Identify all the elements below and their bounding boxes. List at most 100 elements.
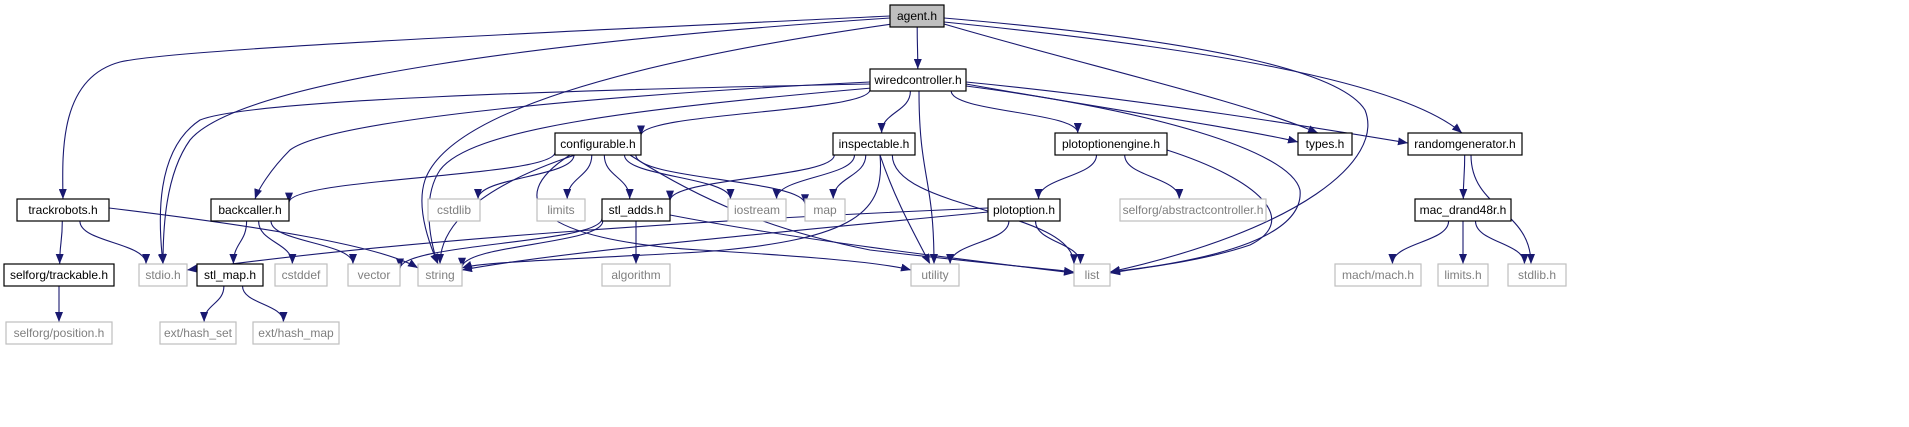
node-label: utility [921,268,948,282]
node-label: agent.h [897,9,937,23]
node-limits-h: limits.h [1437,263,1489,287]
edge-inspectable-to-iostream [772,154,856,200]
node-label: ext/hash_map [258,326,334,340]
node-box [210,198,290,222]
edge-wiredcontroller-to-configurable [637,89,871,136]
node-trackrobots[interactable]: trackrobots.h [16,198,110,222]
node-box [804,198,846,222]
node-label: stl_adds.h [609,203,664,217]
node-inspectable[interactable]: inspectable.h [832,132,916,156]
node-box [1414,198,1512,222]
node-label: plotoption.h [993,203,1055,217]
node-utility: utility [910,263,960,287]
node-selforg-position: selforg/position.h [5,321,113,345]
node-label: list [1085,268,1100,282]
node-label: ext/hash_set [164,326,233,340]
edge-inspectable-to-string [461,154,882,269]
node-box [196,263,264,287]
edge-trackrobots-to-string [108,207,419,269]
node-label: mach/mach.h [1342,268,1414,282]
edge-plotoption-to-utility [946,220,1010,265]
node-box [5,321,113,345]
node-label: limits.h [1444,268,1481,282]
edge-inspectable-to-list [891,154,1078,265]
edge-wiredcontroller-to-list [965,85,1301,275]
node-list: list [1073,263,1111,287]
node-cstddef: cstddef [274,263,328,287]
node-vector: vector [347,263,401,287]
node-randomgenerator[interactable]: randomgenerator.h [1407,132,1523,156]
node-backcaller[interactable]: backcaller.h [210,198,290,222]
node-label: mac_drand48r.h [1420,203,1507,217]
node-box [1437,263,1489,287]
node-label: configurable.h [560,137,635,151]
edge-configurable-to-map [635,154,809,205]
edge-stl_map-to-ext_hash_set [200,285,225,323]
node-label: trackrobots.h [28,203,97,217]
edge-inspectable-to-utility [879,154,931,265]
node-string: string [417,263,463,287]
node-label: selforg/abstractcontroller.h [1123,203,1264,217]
edge-agent-to-trackrobots [58,15,891,200]
edge-plotoptionengine-to-plotoption [1034,154,1098,200]
edge-wiredcontroller-to-string [428,87,873,265]
node-stl-map[interactable]: stl_map.h [196,263,264,287]
node-plotoption[interactable]: plotoption.h [987,198,1061,222]
node-box [601,198,671,222]
edge-wiredcontroller-to-backcaller [254,81,871,200]
node-agent[interactable]: agent.h [889,4,945,28]
node-box [889,4,945,28]
node-plotoptionengine[interactable]: plotoptionengine.h [1054,132,1168,156]
node-box [16,198,110,222]
node-box [869,68,967,92]
edge-agent-to-types [943,23,1319,134]
node-label: inspectable.h [839,137,910,151]
node-box [987,198,1061,222]
nodes-layer: agent.h wiredcontroller.h trackrobots.h ran… [3,4,1567,345]
node-stdlib: stdlib.h [1507,263,1567,287]
node-box [554,132,642,156]
edge-inspectable-to-stl_adds [666,154,835,201]
node-ext-hash-map: ext/hash_map [252,321,340,345]
node-label: algorithm [611,268,660,282]
node-box [1119,198,1267,222]
edge-mac_drand48r-to-stdlib [1474,220,1529,265]
node-mac-drand48r[interactable]: mac_drand48r.h [1414,198,1512,222]
node-cstdlib: cstdlib [427,198,481,222]
edge-backcaller-to-cstddef [258,220,297,265]
edge-stl_adds-to-string [458,220,604,268]
node-box [832,132,916,156]
node-label: stdlib.h [1518,268,1556,282]
node-box [910,263,960,287]
node-algorithm: algorithm [601,263,671,287]
node-label: randomgenerator.h [1414,137,1515,151]
edge-configurable-to-backcaller [285,151,556,203]
node-label: iostream [734,203,780,217]
node-stl-adds[interactable]: stl_adds.h [601,198,671,222]
edge-agent-to-wiredcontroller [913,26,922,70]
node-label: backcaller.h [218,203,281,217]
node-label: vector [358,268,391,282]
node-types[interactable]: types.h [1297,132,1353,156]
edge-wiredcontroller-to-plotoptionengine [950,90,1082,134]
node-label: stl_map.h [204,268,256,282]
node-box [727,198,787,222]
node-selforg-abstractcontroller: selforg/abstractcontroller.h [1119,198,1267,222]
node-box [601,263,671,287]
edge-randomgenerator-to-mac_drand48r [1459,154,1468,200]
edge-mac_drand48r-to-mach_mach [1388,220,1450,265]
edge-configurable-to-stl_adds [603,154,634,200]
node-label: map [813,203,837,217]
edge-configurable-to-utility [536,154,912,272]
edge-agent-to-randomgenerator [943,21,1463,134]
node-label: cstddef [282,268,321,282]
edge-agent-to-list [943,17,1369,274]
node-label: limits [547,203,574,217]
node-selforg-trackable[interactable]: selforg/trackable.h [3,263,115,287]
node-stdio: stdio.h [138,263,188,287]
node-box [1507,263,1567,287]
node-wiredcontroller[interactable]: wiredcontroller.h [869,68,967,92]
edge-wiredcontroller-to-utility [918,90,938,265]
node-configurable[interactable]: configurable.h [554,132,642,156]
edge-stl_map-to-ext_hash_map [241,285,288,323]
